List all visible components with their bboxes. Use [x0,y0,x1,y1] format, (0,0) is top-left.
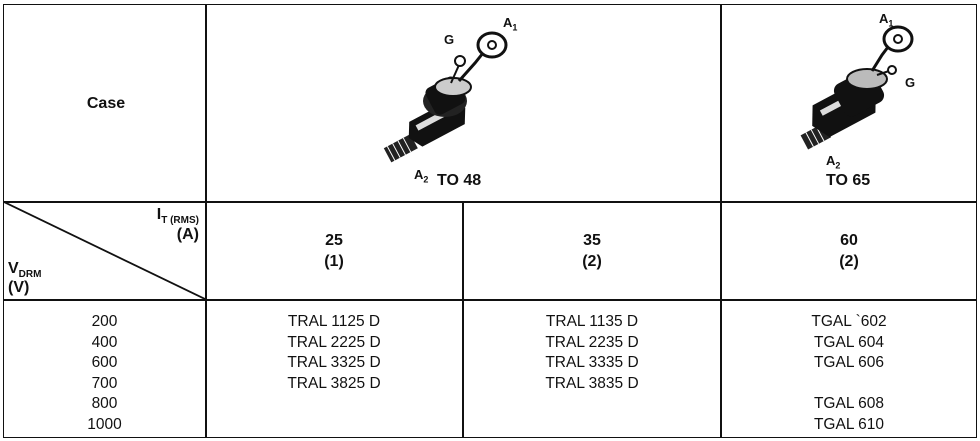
thyristor-selection-table: Case [3,4,977,438]
current-note: (1) [324,253,344,270]
current-value: 25 [325,232,343,249]
part-number: TRAL 1135 D [545,313,639,330]
to65-pin-g: G [905,75,916,90]
voltage-value: 1000 [87,415,122,433]
current-header-25: 25 (1) [206,230,462,272]
current-axis-label: IT (RMS) [156,206,199,227]
col-divider-3 [720,5,722,437]
part-number: TRAL 2225 D [287,333,381,351]
to48-pin-a2: A2 [414,167,429,185]
voltage-axis-label: VDRM [8,260,42,281]
current-note: (2) [582,253,602,270]
part-number: TGAL 606 [813,354,885,371]
current-value: 35 [583,232,601,249]
to48-pin-a1: A1 [503,15,518,33]
to65-pin-a2: A2 [826,153,841,171]
part-number: TGAL `602 [811,313,887,330]
part-number: TRAL 3825 D [287,374,381,392]
part-number: TGAL 610 [813,415,885,433]
parts-list-25a: TRAL 1125 D TRAL 2225 D TRAL 3325 D TRAL… [206,312,462,394]
voltage-list: 200 400 600 700 800 1000 [4,312,205,435]
case-label: Case [86,94,126,112]
to65-pin-a1: A1 [879,11,894,29]
to65-package-icon [800,25,914,150]
to65-label: TO 65 [826,172,871,189]
row-divider-2 [4,299,976,301]
to48-package-icon [383,31,508,163]
axis-header-cell: IT (RMS) (A) VDRM (V) [4,202,205,299]
to48-label: TO 48 [437,172,482,189]
part-number: TRAL 2235 D [545,333,639,351]
voltage-value: 700 [91,374,118,392]
part-number: TRAL 3835 D [545,374,639,392]
part-number: TGAL 604 [813,333,885,351]
part-number: TRAL 1125 D [287,313,381,330]
current-value: 60 [840,232,858,249]
to48-pin-g: G [444,32,455,47]
current-header-60: 60 (2) [722,230,976,272]
voltage-value: 400 [91,333,118,351]
part-number-empty [722,374,976,395]
current-note: (2) [839,253,859,270]
part-number: TRAL 3335 D [545,354,639,371]
part-number: TGAL 608 [813,395,885,412]
col-divider-2 [462,201,464,437]
col-divider-1 [205,5,207,437]
current-axis-unit: (A) [176,226,199,243]
row-divider-1 [4,201,976,203]
voltage-axis-unit: (V) [8,279,30,296]
diagonal-divider [4,202,205,299]
package-to48-cell: G A1 A2 TO 48 [207,5,720,201]
current-header-35: 35 (2) [464,230,720,272]
voltage-value: 600 [91,354,118,371]
parts-list-60a: TGAL `602 TGAL 604 TGAL 606 TGAL 608 TGA… [722,312,976,435]
voltage-value: 200 [91,313,118,330]
voltage-value: 800 [91,395,118,412]
parts-list-35a: TRAL 1135 D TRAL 2235 D TRAL 3335 D TRAL… [464,312,720,394]
part-number: TRAL 3325 D [287,354,381,371]
package-to65-cell: A1 G A2 TO 65 [722,5,976,201]
